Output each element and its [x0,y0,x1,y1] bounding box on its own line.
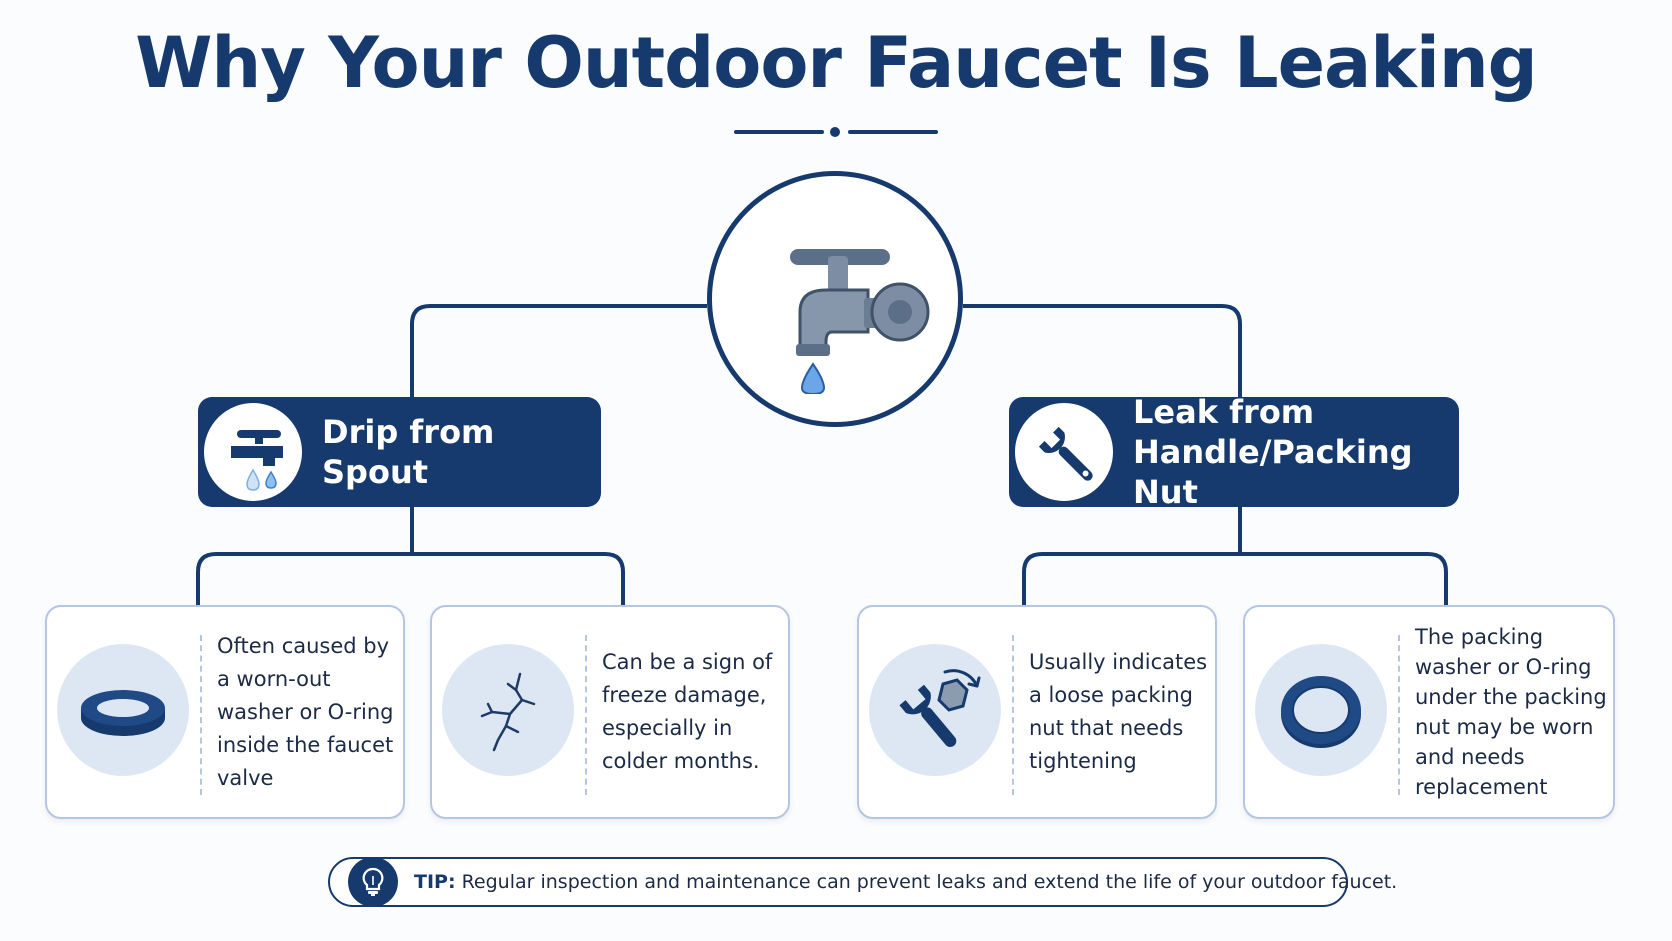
title-underline [734,126,938,137]
cause-card-freeze-damage: Can be a sign of freeze damage, especial… [430,605,790,819]
cause-icon-badge [869,644,1001,776]
category-label: Drip from Spout [322,413,495,491]
cause-card-worn-washer: Often caused by a worn-out washer or O-r… [45,605,405,819]
category-icon-badge [1009,397,1119,507]
washer-icon [81,690,165,736]
cause-icon-badge [442,644,574,776]
lightbulb-icon [362,867,384,896]
faucet-hub [707,171,963,427]
dripping-faucet-icon [790,249,930,394]
crack-icon [480,672,536,752]
wrench-icon [1038,426,1093,481]
cause-icon-badge [57,644,189,776]
tip-label: TIP: [414,871,456,893]
cause-text: The packing washer or O-ring under the p… [1415,625,1607,799]
cause-icon-badge [1255,644,1387,776]
page-title: Why Your Outdoor Faucet Is Leaking [135,22,1538,104]
tip-icon-badge [348,857,398,907]
category-label: Leak from Handle/Packing Nut [1133,393,1413,511]
cause-card-worn-packing-washer: The packing washer or O-ring under the p… [1243,605,1615,819]
category-drip-from-spout: Drip from Spout [198,397,601,507]
wrench-nut-icon [899,669,981,747]
cause-text: Often caused by a worn-out washer or O-r… [217,633,394,790]
cause-card-loose-packing-nut: Usually indicates a loose packing nut th… [857,605,1217,819]
tip-text: Regular inspection and maintenance can p… [461,871,1398,893]
o-ring-icon [1281,676,1361,748]
faucet-drip-icon [231,430,283,491]
category-leak-from-handle: Leak from Handle/Packing Nut [1009,393,1459,511]
tip-banner: TIP: Regular inspection and maintenance … [328,857,1397,907]
cause-text: Usually indicates a loose packing nut th… [1029,650,1208,773]
category-icon-badge [198,397,308,507]
cause-text: Can be a sign of freeze damage, especial… [602,650,773,773]
